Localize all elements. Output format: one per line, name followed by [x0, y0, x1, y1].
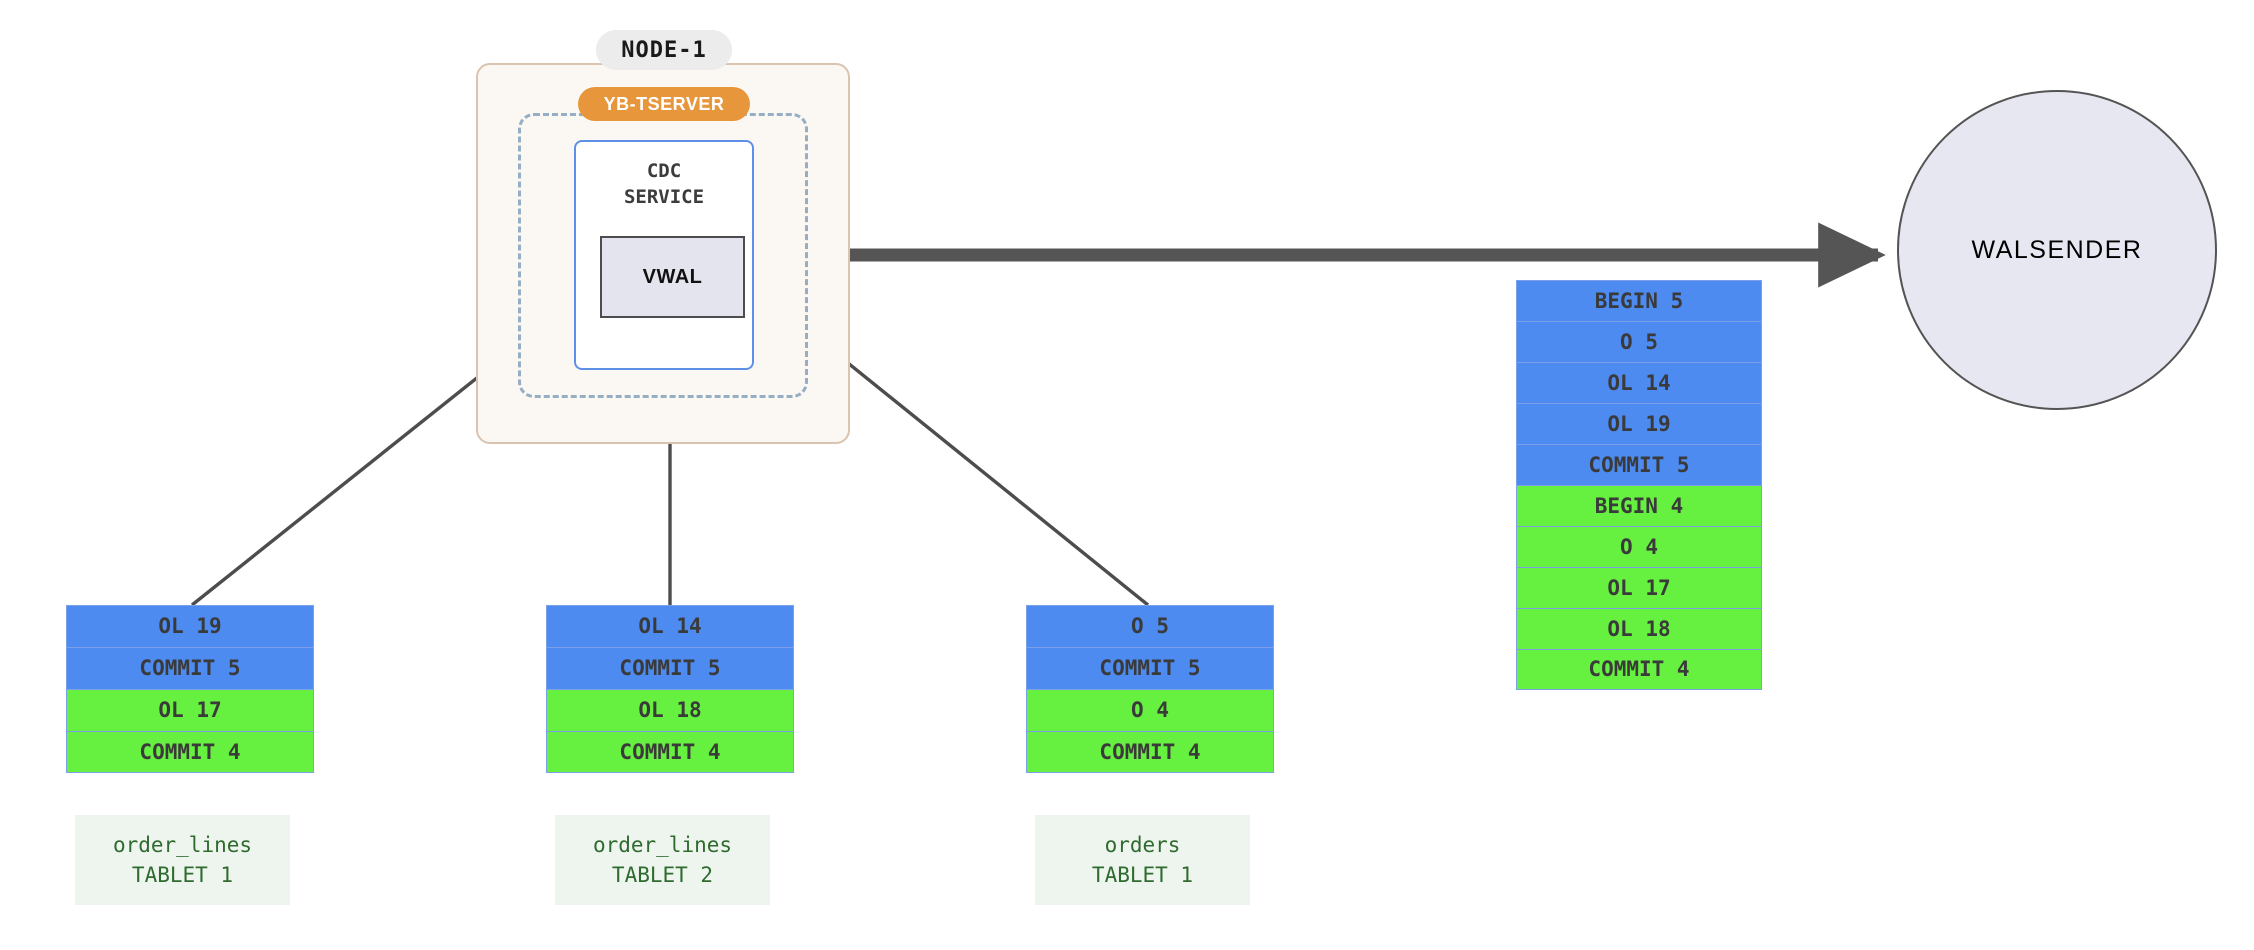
record-row: O 4: [1026, 689, 1274, 731]
cdc-service-label: CDC SERVICE: [623, 160, 705, 208]
record-row: COMMIT 4: [1516, 649, 1762, 690]
tablet-caption-table: order_lines: [592, 833, 733, 857]
tablet-caption: orders TABLET 1: [1035, 815, 1250, 905]
record-row: COMMIT 4: [66, 731, 314, 773]
tablet-caption: order_lines TABLET 2: [555, 815, 770, 905]
record-row: OL 14: [546, 605, 794, 647]
record-row: BEGIN 5: [1516, 280, 1762, 321]
record-row: COMMIT 5: [1026, 647, 1274, 689]
record-row: OL 17: [1516, 567, 1762, 608]
record-row: OL 18: [1516, 608, 1762, 649]
vwal-box: VWAL: [600, 236, 745, 318]
yb-tserver-pill: YB-TSERVER: [578, 87, 750, 121]
walsender-node: WALSENDER: [1897, 90, 2217, 410]
node-title-pill: NODE-1: [596, 30, 732, 70]
record-row: COMMIT 4: [1026, 731, 1274, 773]
record-row: O 5: [1516, 321, 1762, 362]
tablet-caption-tablet: TABLET 2: [611, 863, 714, 887]
record-row: COMMIT 5: [1516, 444, 1762, 485]
tablet-caption: order_lines TABLET 1: [75, 815, 290, 905]
tablet-caption-tablet: TABLET 1: [1091, 863, 1194, 887]
record-row: OL 14: [1516, 362, 1762, 403]
record-row: OL 18: [546, 689, 794, 731]
record-row: COMMIT 4: [546, 731, 794, 773]
record-row: COMMIT 5: [546, 647, 794, 689]
tablet-caption-tablet: TABLET 1: [131, 863, 234, 887]
record-row: O 4: [1516, 526, 1762, 567]
record-row: O 5: [1026, 605, 1274, 647]
record-row: BEGIN 4: [1516, 485, 1762, 526]
tablet-caption-table: orders: [1104, 833, 1181, 857]
tablet-caption-table: order_lines: [112, 833, 253, 857]
record-row: COMMIT 5: [66, 647, 314, 689]
record-row: OL 19: [66, 605, 314, 647]
record-row: OL 19: [1516, 403, 1762, 444]
record-row: OL 17: [66, 689, 314, 731]
